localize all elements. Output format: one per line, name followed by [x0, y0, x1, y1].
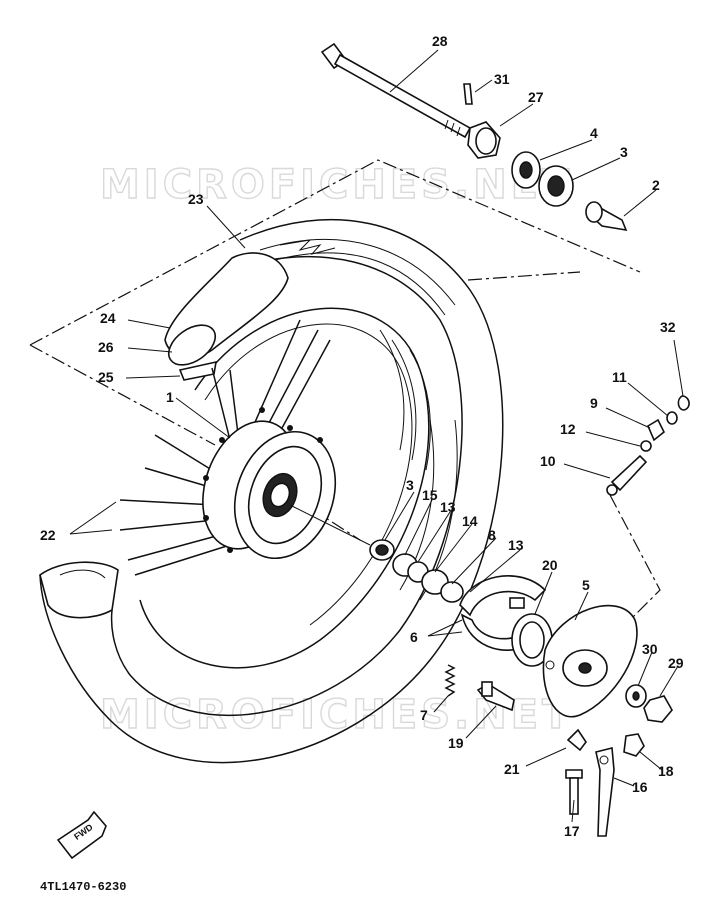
brake-shoe-plate — [542, 604, 638, 718]
callout-14: 14 — [462, 513, 478, 529]
callout-31: 31 — [494, 71, 510, 87]
return-spring — [444, 664, 456, 697]
callout-11: 11 — [612, 369, 627, 385]
callout-15: 15 — [422, 487, 438, 503]
callout-25: 25 — [98, 369, 114, 385]
callout-13-lower: 13 — [508, 537, 524, 553]
callout-27: 27 — [528, 89, 544, 105]
callout-3-stack: 3 — [406, 477, 414, 493]
hub — [202, 407, 371, 560]
inner-tube — [164, 252, 289, 381]
callout-13-upper: 13 — [440, 499, 456, 515]
rim — [139, 307, 431, 669]
callout-23: 23 — [188, 191, 204, 207]
clip-and-nut — [566, 728, 645, 757]
bearing-set — [511, 151, 628, 232]
watermark-top: MICROFICHES.NET — [100, 162, 573, 208]
callout-9: 9 — [590, 395, 598, 411]
axle-nut — [467, 121, 501, 159]
brake-cam-lever — [595, 746, 615, 837]
camshaft — [476, 681, 515, 712]
callout-12: 12 — [560, 421, 576, 437]
oil-seal — [511, 613, 553, 667]
callout-10: 10 — [540, 453, 556, 469]
callout-5: 5 — [582, 577, 590, 593]
callout-1: 1 — [166, 389, 174, 405]
callout-21: 21 — [504, 761, 520, 777]
cotter-pin — [463, 83, 473, 105]
callout-30: 30 — [642, 641, 658, 657]
callout-19: 19 — [448, 735, 464, 751]
speedometer-gear-parts — [606, 395, 690, 496]
callout-labels: 28 31 27 4 3 2 23 24 26 25 1 22 32 11 9 … — [40, 33, 684, 839]
callout-6: 6 — [410, 629, 418, 645]
callout-22: 22 — [40, 527, 56, 543]
fwd-arrow-icon: FWD — [56, 810, 107, 860]
drive-parts-stack — [369, 539, 464, 603]
callout-3-bearing: 3 — [620, 144, 628, 160]
callout-28: 28 — [432, 33, 448, 49]
callout-32: 32 — [660, 319, 676, 335]
axle — [320, 42, 472, 139]
callout-26: 26 — [98, 339, 114, 355]
callout-2: 2 — [652, 177, 660, 193]
washer-and-nut — [625, 684, 673, 723]
tire — [39, 218, 504, 764]
diagram-code: 4TL1470-6230 — [40, 880, 126, 894]
callout-24: 24 — [100, 310, 116, 326]
callout-4: 4 — [590, 125, 598, 141]
callout-18: 18 — [658, 763, 674, 779]
callout-29: 29 — [668, 655, 684, 671]
assembly-frame — [29, 159, 661, 651]
callout-7: 7 — [420, 707, 428, 723]
callout-16: 16 — [632, 779, 648, 795]
callout-8: 8 — [488, 527, 496, 543]
leader-lines — [69, 49, 684, 823]
lever-bolt — [565, 769, 583, 815]
callout-17: 17 — [564, 823, 580, 839]
callout-20: 20 — [542, 557, 558, 573]
